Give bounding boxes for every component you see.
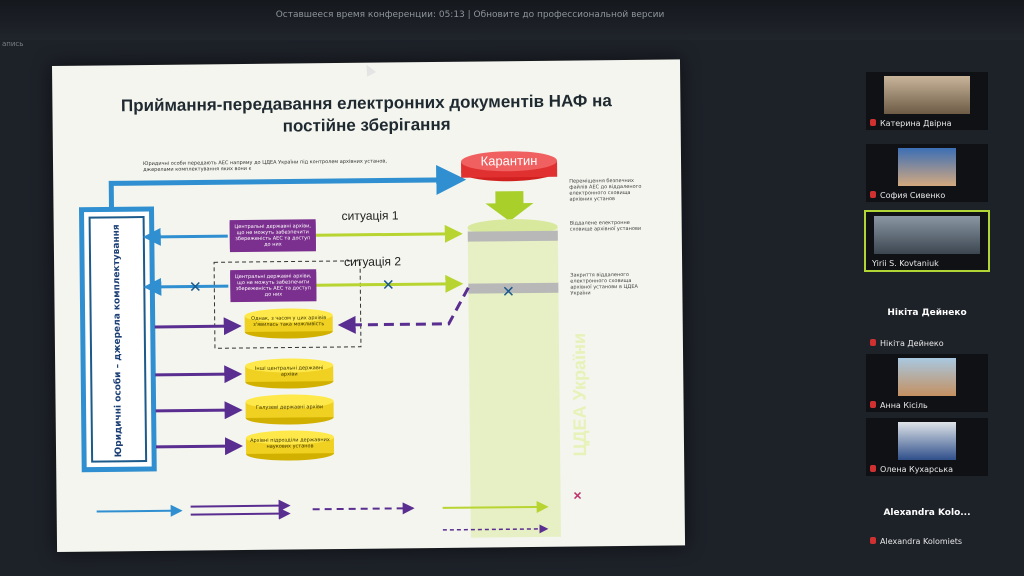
participant-tile[interactable]: Олена Кухарська bbox=[866, 418, 988, 476]
mic-off-icon bbox=[870, 537, 876, 544]
participant-tile[interactable]: Нікіта Дейнеко bbox=[866, 330, 988, 350]
video-thumbnail bbox=[898, 358, 956, 396]
conference-time-notice[interactable]: Оставшееся время конференции: 05:13 | Об… bbox=[0, 10, 940, 20]
participant-tile-active[interactable]: Yirii S. Kovtaniuk bbox=[866, 212, 988, 270]
quarantine-label: Карантин bbox=[463, 153, 555, 169]
video-thumbnail bbox=[898, 148, 956, 186]
conference-topbar bbox=[0, 0, 1024, 40]
situation-2-label: ситуація 2 bbox=[344, 254, 401, 269]
participant-tile[interactable]: Alexandra Kolomiets bbox=[866, 528, 988, 548]
participant-tile[interactable]: Анна Кісіль bbox=[866, 354, 988, 412]
disk-label-possibility: Однак, з часом у цих архівів з'явилась т… bbox=[249, 315, 329, 328]
mic-off-icon bbox=[870, 119, 876, 126]
participant-name: Yirii S. Kovtaniuk bbox=[872, 259, 939, 268]
participant-name: Alexandra Kolomiets bbox=[880, 537, 962, 546]
participant-name: Нікіта Дейнеко bbox=[880, 339, 944, 348]
disk-label-scientific: Архівні підрозділи державних наукових ус… bbox=[250, 437, 330, 450]
video-thumbnail bbox=[874, 216, 980, 254]
disk-label-branch-archives: Галузеві державні архіви bbox=[250, 404, 330, 411]
cdea-vertical-label: ЦДЕА України bbox=[569, 333, 591, 457]
mic-off-icon bbox=[870, 401, 876, 408]
participant-name: Анна Кісіль bbox=[880, 401, 928, 410]
down-arrow-green bbox=[485, 191, 533, 222]
participant-tile[interactable]: Катерина Двірна bbox=[866, 72, 988, 130]
mic-off-icon bbox=[870, 465, 876, 472]
participant-name: Катерина Двірна bbox=[880, 119, 952, 128]
video-thumbnail bbox=[898, 422, 956, 460]
arrow-to-quarantine bbox=[111, 180, 461, 212]
participant-tile[interactable]: София Сивенко bbox=[866, 144, 988, 202]
cdea-cylinder bbox=[468, 227, 561, 538]
mic-off-icon bbox=[870, 339, 876, 346]
right-note-1: Переміщення безпечних файлів АЕС до відд… bbox=[569, 178, 651, 203]
disk-label-other-archives: Інші центральні державні архіви bbox=[249, 365, 329, 378]
archive-box-1: Центральні державні архіви, що не можуть… bbox=[230, 220, 316, 251]
shared-slide: Приймання-передавання електронних докуме… bbox=[52, 59, 685, 552]
participant-display-name: Нікіта Дейнеко bbox=[866, 308, 988, 318]
slide-title: Приймання-передавання електронних докуме… bbox=[66, 90, 666, 140]
participant-display-name: Alexandra Kolo... bbox=[866, 508, 988, 518]
situation-1-label: ситуація 1 bbox=[342, 208, 399, 223]
right-note-2: Віддалене електронне сховище архівної ус… bbox=[570, 220, 652, 233]
mic-off-icon bbox=[870, 191, 876, 198]
video-thumbnail bbox=[884, 76, 970, 114]
right-note-3: Закриття віддаленого електронного сховищ… bbox=[570, 272, 652, 297]
recording-label: апись bbox=[2, 40, 23, 48]
participant-name: София Сивенко bbox=[880, 191, 945, 200]
participant-name: Олена Кухарська bbox=[880, 465, 953, 474]
archive-box-2: Центральні державні архіви, що не можуть… bbox=[230, 270, 316, 301]
